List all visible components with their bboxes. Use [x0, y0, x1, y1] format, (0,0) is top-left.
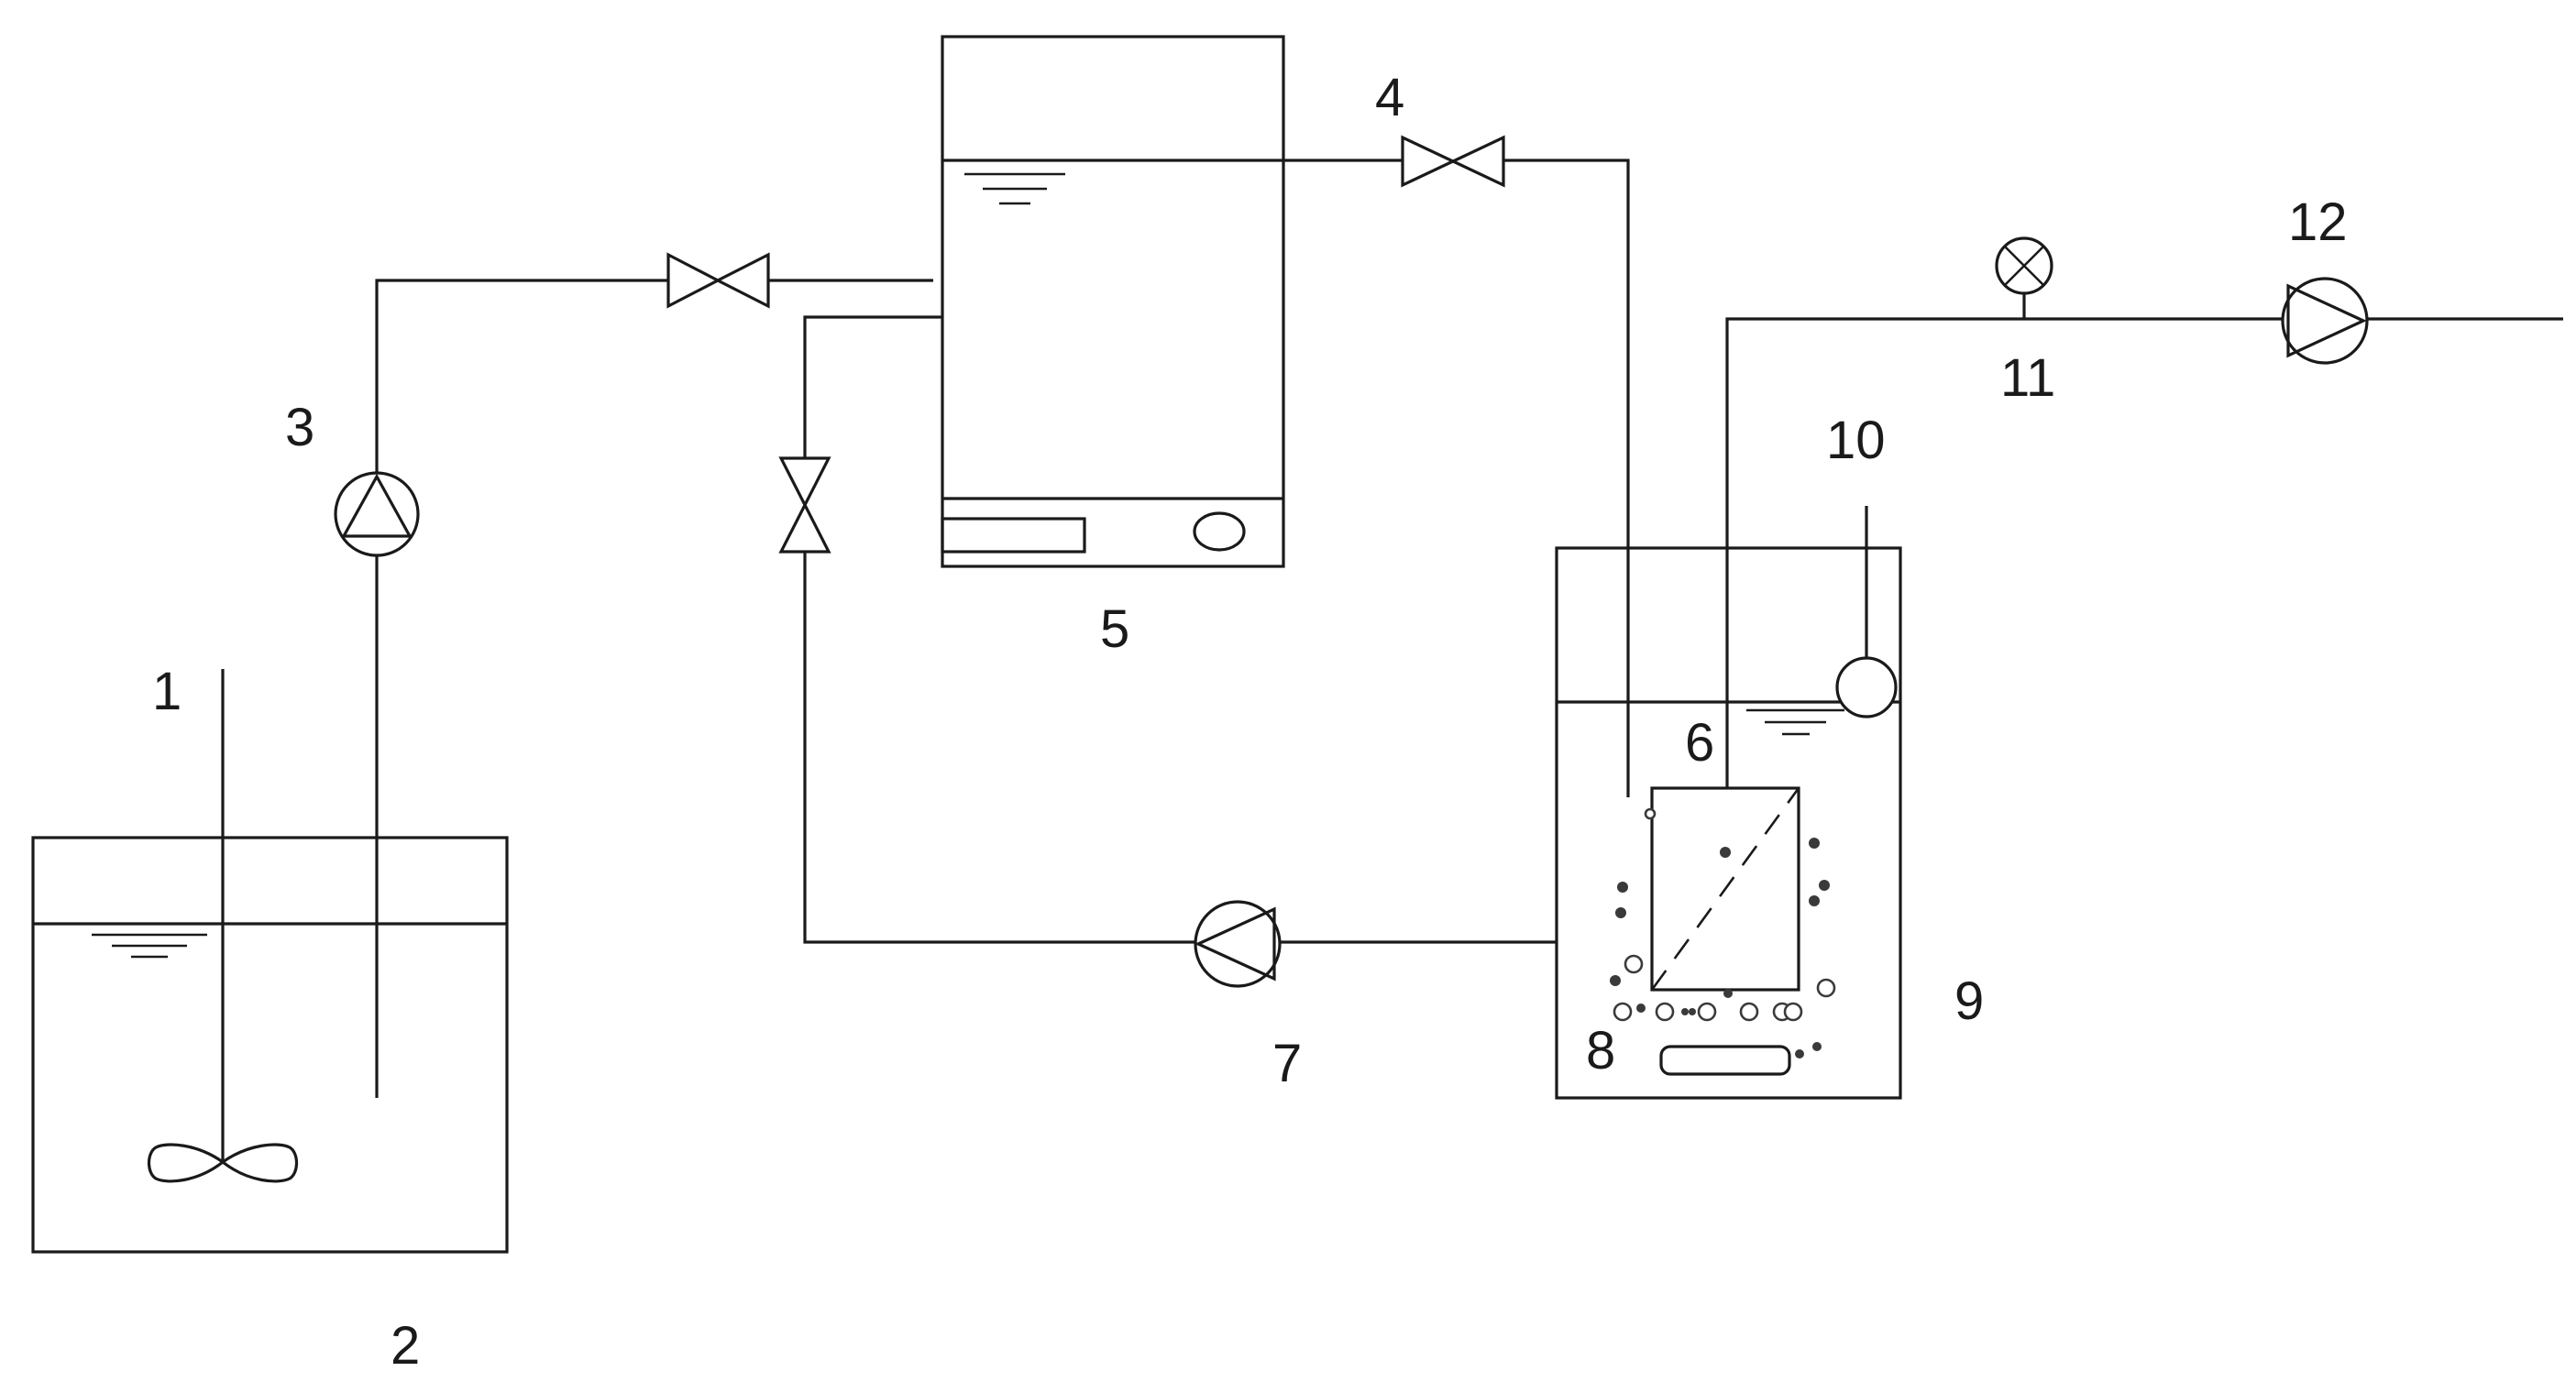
label-7: 7 [1272, 1034, 1302, 1093]
control-knob [1193, 511, 1246, 552]
recycle-pipe [803, 315, 1557, 944]
label-2: 2 [391, 1316, 420, 1376]
storage-tank [941, 35, 1285, 568]
air-bubbles [1610, 807, 1836, 1058]
label-10: 10 [1826, 411, 1886, 470]
feed-tank [31, 836, 509, 1254]
label-9: 9 [1954, 971, 1984, 1031]
liquid-level-symbol [964, 172, 1065, 205]
control-display [941, 517, 1086, 554]
label-8: 8 [1586, 1021, 1615, 1080]
transfer-pipe [1283, 159, 1630, 797]
liquid-level-symbol [1746, 708, 1844, 736]
pressure-gauge [1995, 236, 2053, 295]
label-1: 1 [152, 662, 182, 721]
label-3: 3 [285, 398, 314, 457]
valve-recycle [778, 456, 831, 554]
label-6: 6 [1685, 713, 1714, 773]
label-4: 4 [1375, 68, 1404, 127]
suction-pump [2281, 277, 2369, 365]
permeate-pipe [1725, 293, 2563, 788]
liquid-level-symbol [92, 933, 207, 959]
level-sensor [1835, 506, 1898, 718]
valve-transfer [1401, 135, 1505, 188]
stirrer [147, 669, 299, 1183]
label-5: 5 [1100, 599, 1129, 659]
label-12: 12 [2288, 192, 2348, 252]
label-11: 11 [2000, 348, 2055, 408]
membrane-module [1650, 786, 1800, 992]
feed-pipe [375, 279, 933, 1098]
recycle-pump [1194, 900, 1282, 988]
valve-feed [666, 252, 770, 309]
aerator [1659, 1045, 1791, 1076]
feed-pump [334, 471, 420, 557]
